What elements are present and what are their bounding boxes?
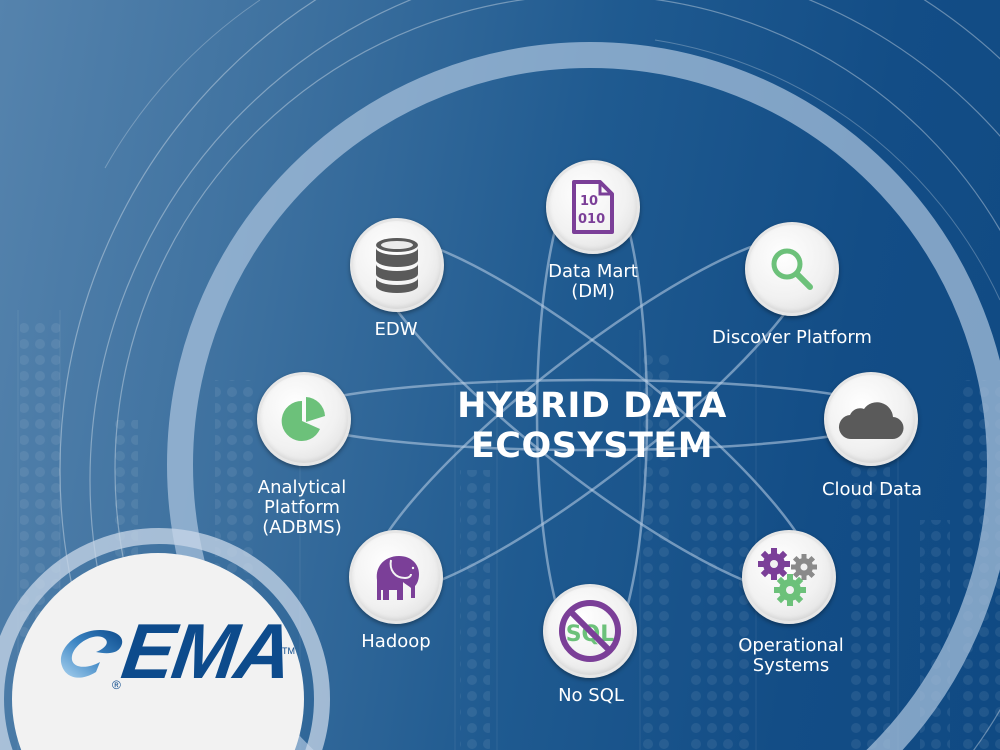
node-analytical-platform[interactable] xyxy=(257,372,351,466)
gear-green xyxy=(774,574,806,606)
svg-text:10: 10 xyxy=(580,194,598,209)
pie-chart-icon xyxy=(281,397,325,441)
label-cloud-data: Cloud Data xyxy=(822,480,922,500)
database-icon xyxy=(376,238,418,293)
label-data-mart: Data Mart (DM) xyxy=(548,262,638,302)
logo-wordmark: EMA xyxy=(116,607,297,695)
svg-text:010: 010 xyxy=(578,212,605,227)
binary-file-icon: 10 010 xyxy=(572,180,614,234)
label-line: Cloud Data xyxy=(821,479,923,500)
label-line: Data Mart xyxy=(548,261,638,282)
node-hadoop[interactable] xyxy=(349,530,443,624)
no-sql-icon: SQL xyxy=(559,600,621,662)
diagram-title: HYBRID DATA ECOSYSTEM xyxy=(457,386,727,466)
title-line-2: ECOSYSTEM xyxy=(470,426,714,466)
label-line: (DM) xyxy=(571,281,615,302)
label-line: No SQL xyxy=(558,685,624,706)
title-line-1: HYBRID DATA xyxy=(457,386,727,426)
logo-trademark: TM xyxy=(282,646,295,656)
node-discover-platform[interactable] xyxy=(745,222,839,316)
label-line: Analytical xyxy=(257,477,347,498)
label-edw: EDW xyxy=(374,320,417,340)
label-no-sql: No SQL xyxy=(558,686,624,706)
label-discover-platform: Discover Platform xyxy=(712,328,872,348)
label-line: (ADBMS) xyxy=(262,517,342,538)
cloud-icon xyxy=(838,402,904,440)
node-cloud-data[interactable] xyxy=(824,372,918,466)
node-edw[interactable] xyxy=(350,218,444,312)
label-hadoop: Hadoop xyxy=(361,632,430,652)
gear-gray xyxy=(791,554,817,580)
ema-swoosh-icon xyxy=(60,630,123,678)
magnifier-icon xyxy=(771,248,813,290)
node-no-sql[interactable]: SQL xyxy=(543,584,637,678)
label-line: Hadoop xyxy=(361,631,431,652)
label-line: Discover Platform xyxy=(712,327,872,348)
label-line: Operational xyxy=(738,635,844,656)
label-line: Platform xyxy=(264,497,340,518)
label-operational-systems: Operational Systems xyxy=(738,636,844,676)
elephant-icon xyxy=(376,556,419,600)
logo-registered-mark: ® xyxy=(112,678,121,692)
label-analytical-platform: Analytical Platform (ADBMS) xyxy=(258,478,346,538)
gears-icon xyxy=(758,548,817,606)
label-line: EDW xyxy=(374,319,418,340)
gear-purple xyxy=(758,548,790,580)
node-operational-systems[interactable] xyxy=(742,530,836,624)
node-data-mart[interactable]: 10 010 xyxy=(546,160,640,254)
label-line: Systems xyxy=(752,655,830,676)
